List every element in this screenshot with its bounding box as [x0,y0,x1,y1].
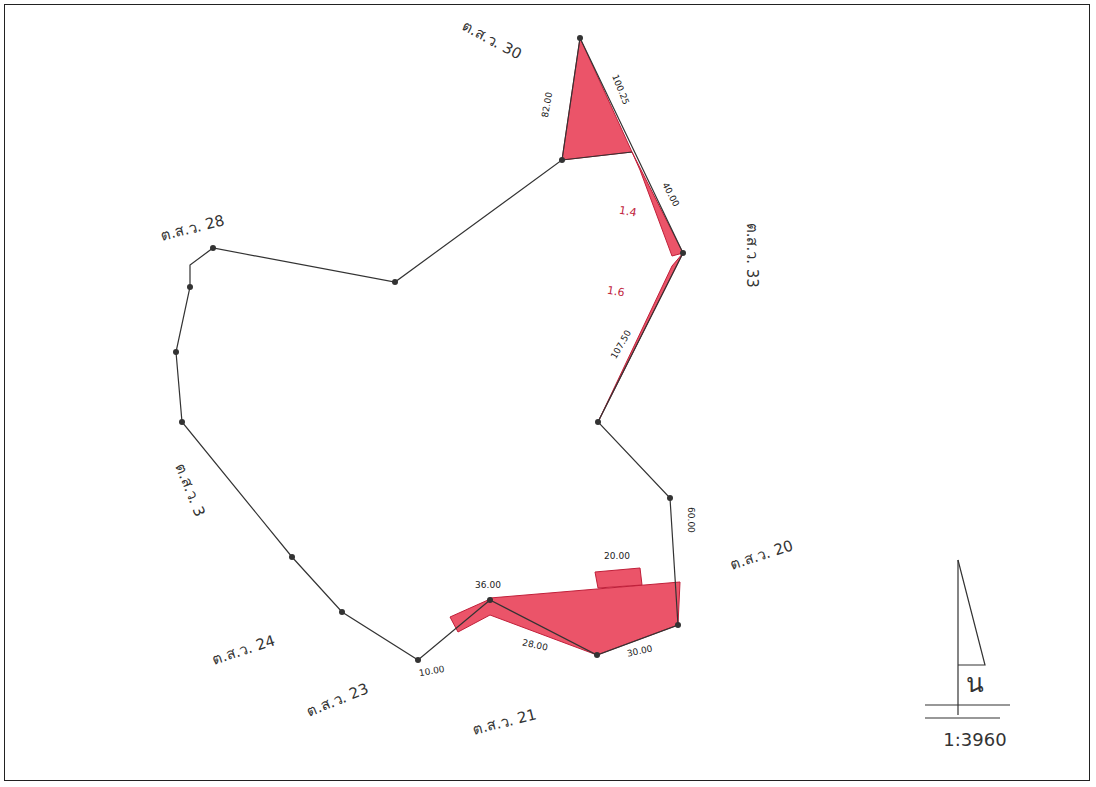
marked-area [595,568,642,588]
boundary-line [562,152,632,160]
dimension-label: 40.00 [660,181,681,208]
north-arrow [925,560,1010,718]
north-arrow-shaft [957,560,958,715]
callout-number: 1.6 [606,285,625,300]
dimension-label: 20.00 [604,552,630,562]
north-arrow-head [958,560,985,665]
dimension-label: 60.00 [685,507,695,533]
dimension-label: 36.00 [475,581,501,591]
survey-point [173,349,179,355]
map-scale: 1:3960 [943,730,1006,750]
map-frame [4,4,1090,781]
survey-point [595,419,601,425]
marked-area [632,152,683,256]
north-symbol: น [966,669,984,698]
parcel-reference: ต.ส.ว. 30 [459,17,524,62]
survey-points [173,35,686,663]
survey-point [339,609,345,615]
callout-number: 1.4 [618,205,637,220]
dimension-label: 10.00 [418,665,445,679]
scale-bar [925,717,1000,718]
survey-point [680,250,686,256]
survey-point [392,279,398,285]
survey-point [594,652,600,658]
dimension-label: 28.00 [521,638,548,653]
survey-point [667,495,673,501]
marked-area [450,582,680,655]
survey-point [559,157,565,163]
parcel-boundary [176,38,683,660]
dimension-label: 82.00 [541,91,555,118]
survey-point [577,35,583,41]
survey-point [210,245,216,251]
survey-point [179,419,185,425]
survey-point [487,597,493,603]
marked-area [562,38,632,160]
dimension-label: 100.25 [610,74,631,107]
survey-point [415,657,421,663]
dimension-label: 30.00 [626,644,653,659]
survey-point [675,622,681,628]
scale-bar [925,704,1010,705]
parcel-reference: ต.ส.ว. 3 [172,461,208,519]
survey-point [187,284,193,290]
parcel-reference: ต.ส.ว. 20 [728,537,795,573]
parcel-reference: ต.ส.ว. 21 [471,706,538,738]
survey-point [289,554,295,560]
parcel-reference: ต.ส.ว. 24 [210,632,277,668]
parcel-reference: ต.ส.ว. 28 [159,212,226,244]
parcel-reference: ต.ส.ว. 33 [744,222,761,287]
parcel-reference: ต.ส.ว. 23 [305,680,372,720]
